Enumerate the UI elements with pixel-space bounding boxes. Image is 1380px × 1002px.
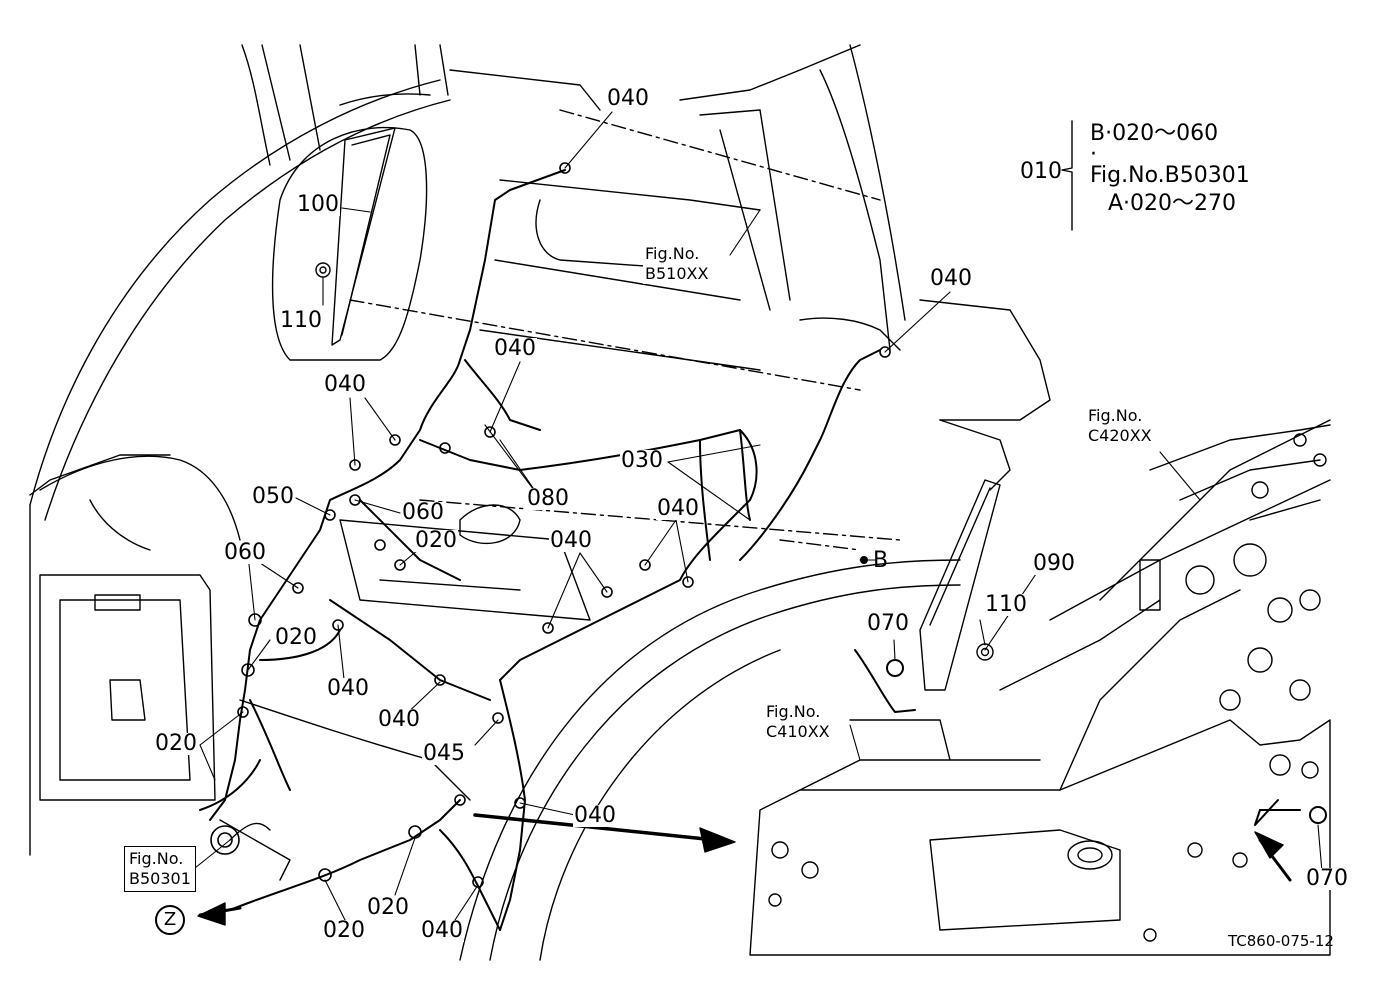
part-label[interactable]: 100 [296,192,340,217]
legend-line-fig: Fig.No.B50301 [1090,163,1250,188]
mounting-plates [271,126,1001,691]
part-label[interactable]: 020 [414,528,458,553]
leader-lines [179,111,1323,921]
part-label[interactable]: 040 [493,336,537,361]
part-label[interactable]: 070 [1305,866,1349,891]
part-label[interactable]: 020 [274,625,318,650]
part-label[interactable]: 110 [279,308,323,333]
legend-block: B·020～060 · Fig.No.B50301 A·020～270 [1090,120,1250,218]
legend-parent-number: 010 [1020,159,1062,184]
wiring-harness [199,169,881,931]
part-label[interactable]: 040 [420,918,464,943]
transmission-case [749,419,1331,956]
fig-ref-c420xx[interactable]: Fig.No.C420XX [1086,406,1154,446]
cab-body [29,44,1051,961]
arrows [197,120,1292,926]
part-label[interactable]: 020 [154,731,198,756]
part-label[interactable]: 060 [401,500,445,525]
part-label[interactable]: 070 [866,611,910,636]
part-label[interactable]: 040 [377,707,421,732]
part-label[interactable]: 040 [549,528,593,553]
part-label[interactable]: 040 [326,676,370,701]
legend-line-b: B·020～060 [1090,121,1219,146]
part-label[interactable]: 080 [526,486,570,511]
part-label[interactable]: 020 [366,895,410,920]
part-label[interactable]: 040 [323,372,367,397]
fig-ref-b510xx[interactable]: Fig.No.B510XX [643,244,711,284]
fig-ref-b50301[interactable]: Fig.No.B50301 [124,846,196,892]
part-label[interactable]: 040 [656,496,700,521]
part-label[interactable]: 040 [929,266,973,291]
clamps [210,162,891,888]
view-marker-z: Z [155,905,185,935]
part-label[interactable]: 050 [251,484,295,509]
point-marker-b: B [873,548,889,573]
part-label[interactable]: 045 [422,741,466,766]
part-label[interactable]: 090 [1032,551,1076,576]
ground-wire [854,649,1327,826]
part-label[interactable]: 040 [573,803,617,828]
legend-line-a: A·020～270 [1108,191,1237,216]
legend-dot: · [1090,142,1097,167]
point-marker-dot [860,556,868,564]
part-label[interactable]: 020 [322,918,366,943]
part-label[interactable]: 030 [620,448,664,473]
part-label[interactable]: 040 [606,86,650,111]
fig-ref-c410xx[interactable]: Fig.No.C410XX [764,702,832,742]
part-label[interactable]: 110 [984,592,1028,617]
document-number: TC860-075-12 [1228,932,1334,950]
part-label[interactable]: 060 [223,540,267,565]
